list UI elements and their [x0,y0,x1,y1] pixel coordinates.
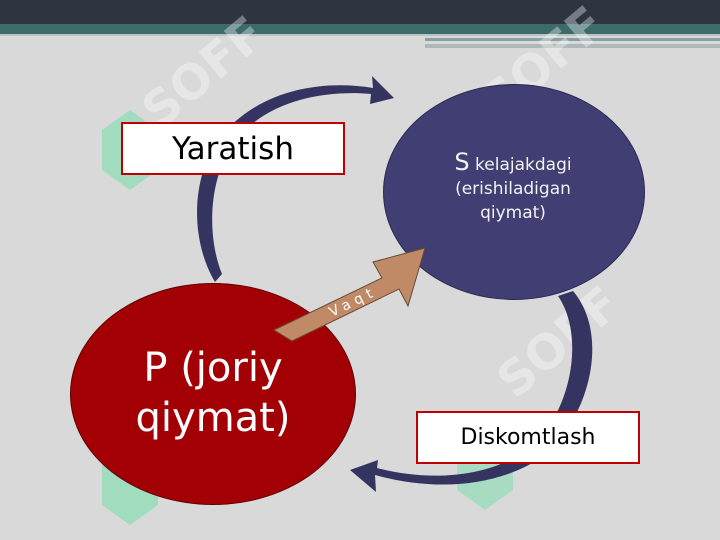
top-line-secondary [425,44,720,48]
discounting-arrow [350,291,593,492]
time-arrow [272,247,426,342]
future-value-circle [383,84,645,300]
future-value-label: S kelajakdagi (erishiladigan qiymat) [430,150,596,225]
future-value-letter: S [454,148,470,176]
top-line [425,38,720,41]
discounting-label-box: Diskomtlash [416,411,640,464]
top-bar [0,0,720,24]
top-stripe [0,24,720,34]
future-value-line-3: qiymat) [480,203,546,223]
creation-label: Yaratish [172,130,294,167]
top-shadow [0,34,720,36]
creation-arrow [197,76,394,282]
future-value-line-2: (erishiladigan [455,179,571,199]
present-value-label: P (joriy qiymat) [110,343,316,443]
future-value-word: kelajakdagi [475,155,572,175]
present-value-line-1: P (joriy [143,345,283,391]
future-value-line-1: S kelajakdagi [430,150,596,177]
discounting-label: Diskomtlash [460,425,596,450]
present-value-line-2: qiymat) [135,395,291,441]
creation-label-box: Yaratish [121,122,345,175]
